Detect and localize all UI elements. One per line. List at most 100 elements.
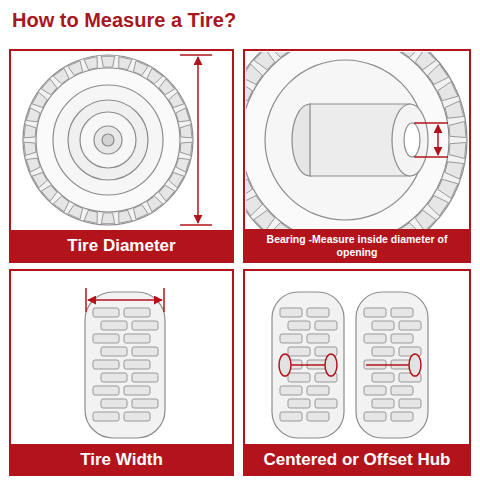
tread-block xyxy=(53,196,69,212)
tread-block xyxy=(53,68,69,84)
rim-ring xyxy=(80,112,136,168)
panel-frame xyxy=(244,270,470,475)
tread-block xyxy=(315,399,337,408)
tread-block xyxy=(132,347,158,356)
tread-block xyxy=(180,125,192,138)
tread-block xyxy=(119,210,132,223)
tread-block xyxy=(280,412,302,421)
hub-line xyxy=(366,364,409,366)
tread-block xyxy=(159,79,175,95)
hub-face xyxy=(392,104,428,176)
tread-block xyxy=(26,158,40,172)
tread-block xyxy=(147,196,163,212)
tread-block xyxy=(93,360,119,369)
tread-block xyxy=(288,321,310,330)
panel-frame xyxy=(10,50,233,262)
tread-block xyxy=(132,373,158,382)
caption-band: Tire Diameter xyxy=(10,230,233,262)
tread-block xyxy=(133,61,148,76)
tread-block xyxy=(415,52,436,70)
tread-block xyxy=(415,210,436,230)
tire-outline xyxy=(85,292,165,438)
tread-block xyxy=(449,143,466,159)
hub-outline xyxy=(409,354,421,376)
tread-block xyxy=(288,399,310,408)
tire-outline xyxy=(272,292,344,438)
tread-block xyxy=(68,205,83,220)
tread-block xyxy=(246,179,252,198)
tread-block xyxy=(315,321,337,330)
tread-block xyxy=(169,92,184,107)
tread-block xyxy=(101,56,114,67)
tread-block xyxy=(84,57,97,70)
caption-band: Tire Width xyxy=(10,444,233,475)
tread-block xyxy=(254,210,275,230)
caption-band: Bearing -Measure inside diameter of open… xyxy=(244,229,470,262)
tread-block xyxy=(93,334,119,343)
tread-block xyxy=(124,308,150,317)
bore-dimension xyxy=(414,123,448,157)
bearing-bore xyxy=(404,123,420,157)
band-label: Tire Diameter xyxy=(67,236,175,256)
tread-block xyxy=(124,386,150,395)
page-title: How to Measure a Tire? xyxy=(12,9,236,32)
tread-block xyxy=(24,142,36,155)
dimension-tick xyxy=(180,224,212,226)
tread-block xyxy=(93,386,119,395)
tread-block xyxy=(124,412,150,421)
tread-block xyxy=(280,386,302,395)
tread-block xyxy=(288,373,310,382)
tire-outline xyxy=(356,292,428,438)
dimension-line xyxy=(88,299,162,301)
tread-block xyxy=(159,185,175,201)
band-label: Centered or Offset Hub xyxy=(263,450,450,470)
tread-block xyxy=(101,321,127,330)
band-label: Tire Width xyxy=(80,450,163,470)
tread xyxy=(280,308,337,421)
tread-block xyxy=(280,334,302,343)
tread-block xyxy=(372,373,394,382)
bearing-closeup xyxy=(246,52,467,230)
tread-block xyxy=(101,373,127,382)
dimension-line xyxy=(437,125,439,155)
tread-block xyxy=(288,347,310,356)
tread-block xyxy=(428,64,449,84)
tread-block xyxy=(372,347,394,356)
tread-block xyxy=(41,79,57,95)
tread-block xyxy=(391,386,413,395)
tread-block xyxy=(372,399,394,408)
tread-block xyxy=(445,101,464,118)
tread-block xyxy=(24,125,36,138)
tread-block xyxy=(449,122,466,138)
tread-block xyxy=(372,321,394,330)
tread-block xyxy=(101,347,127,356)
tread-block xyxy=(399,399,421,408)
panel-frames xyxy=(10,50,470,475)
hub xyxy=(94,126,122,154)
hub-markers xyxy=(279,354,421,376)
tread-block xyxy=(364,308,386,317)
tread-block xyxy=(132,321,158,330)
tread-block xyxy=(307,412,329,421)
hub-outline xyxy=(279,354,291,376)
tread-block xyxy=(428,196,449,216)
tread-block xyxy=(147,68,163,84)
tread-block xyxy=(169,173,184,188)
hub-outline xyxy=(325,354,337,376)
tread-block xyxy=(391,308,413,317)
tread-block xyxy=(364,412,386,421)
tread-block xyxy=(438,82,458,101)
tire-tread-view xyxy=(85,292,165,438)
band-label: Bearing -Measure inside diameter of open… xyxy=(249,233,465,257)
hub-line xyxy=(291,364,325,366)
tread-block xyxy=(26,108,40,122)
wheel-front xyxy=(23,55,193,225)
dimension-tick xyxy=(414,122,448,124)
tread-block xyxy=(133,205,148,220)
tread-block xyxy=(307,386,329,395)
tread-block xyxy=(32,173,47,188)
tread-block xyxy=(180,142,192,155)
tread-block xyxy=(119,57,132,70)
tread-block xyxy=(41,185,57,201)
